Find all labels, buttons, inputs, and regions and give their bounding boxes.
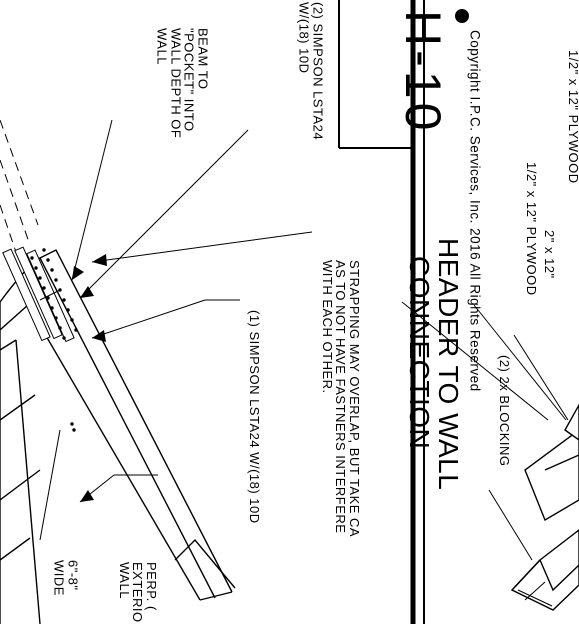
callout-simpson-one: (1) SIMPSON LSTA24 W/(18) 10D: [247, 310, 262, 524]
leader-lines: [39, 119, 569, 561]
stud-line-3: [0, 469, 41, 501]
simpson-strap-pair: [2, 246, 75, 343]
copyright-text: Copyright I.P.C. Services, Inc. 2016 All…: [467, 30, 483, 392]
width-line2: WIDE: [51, 560, 67, 596]
note-line-1: STRAPPING MAY OVERLAP, BUT TAKE CA: [346, 260, 362, 538]
wall-bottom-edge: [174, 538, 236, 589]
callout-beam-pocket: BEAM TO "POCKET" INTO WALL DEPTH OF WALL: [154, 28, 211, 139]
stud-line: [0, 339, 17, 351]
callout-blocking: (2) 2x BLOCKING: [497, 355, 512, 467]
header-end: [199, 591, 233, 601]
callout-simpson-two-line1: (2) SIMPSON LSTA24: [310, 2, 326, 141]
blocking-cross: [517, 581, 553, 607]
hidden-lines: [0, 119, 39, 259]
note-line-3: WITH EACH OTHER.: [319, 260, 335, 394]
callout-plywood-bottom: 1/2" x 12" PLYWOOD: [524, 162, 539, 296]
beam-pocket-line3: WALL DEPTH OF: [168, 28, 184, 139]
copyright-bullet: [455, 9, 469, 23]
callout-width: 6"-8" WIDE: [51, 560, 81, 596]
detail-title: HEADER TO WALL CONNECTION: [403, 238, 464, 491]
stud-vertical: [15, 339, 41, 624]
header-beam-edge-lower: [0, 303, 201, 601]
sheet-number: H-10: [395, 10, 451, 135]
detail-title-line1: HEADER TO WALL: [432, 238, 464, 491]
callout-2x12: 2" x 12": [542, 230, 557, 279]
perp-line2: EXTERIO: [130, 562, 146, 623]
width-line1: 6"-8": [65, 560, 81, 591]
callout-simpson-two-line2: W/(18) 10D: [296, 2, 312, 74]
leader-arrowheads: [72, 254, 107, 502]
stud-line-4: [0, 537, 31, 561]
blocking-boxes: [510, 403, 579, 611]
beam-pocket-line1: BEAM TO: [195, 28, 211, 90]
callout-perp-wall: PERP. ( EXTERIO WALL: [116, 562, 159, 623]
strapping-note: STRAPPING MAY OVERLAP, BUT TAKE CA AS TO…: [319, 260, 362, 538]
perp-line1: PERP. (: [143, 562, 159, 611]
beam-pocket-line4: WALL: [154, 28, 170, 65]
header-beam-face: [39, 249, 233, 593]
beam-pocket-line2: "POCKET" INTO: [181, 28, 197, 132]
perp-line3: WALL: [116, 562, 132, 599]
stud-line-2: [0, 394, 36, 421]
note-line-2: AS TO NOT HAVE FASTNERS INTERFERE: [333, 260, 349, 534]
callout-simpson-two: (2) SIMPSON LSTA24 W/(18) 10D: [296, 2, 326, 141]
detail-title-line2: CONNECTION: [403, 256, 435, 450]
strap-fasteners: [30, 248, 78, 432]
callout-plywood-top: 1/2" x 12" PLYWOOD: [566, 50, 579, 184]
